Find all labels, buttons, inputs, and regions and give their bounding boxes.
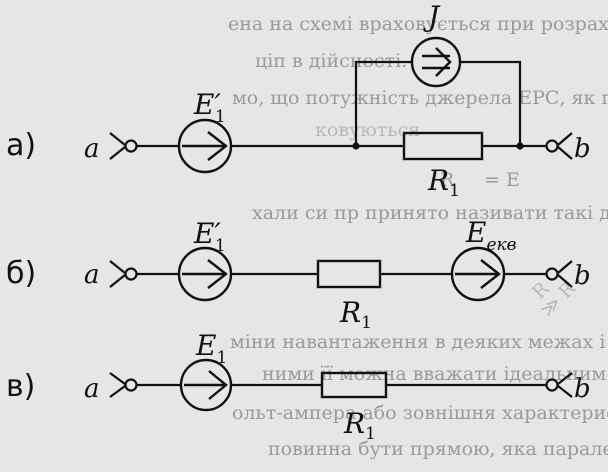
wire — [460, 60, 522, 146]
terminal-node-a — [124, 378, 138, 392]
emf-source-icon — [450, 246, 506, 302]
resistor-r1 — [316, 259, 382, 289]
bg-line-11: ними її можна вважати ідеальним. — [262, 363, 608, 385]
terminal-label-right: b — [574, 134, 591, 164]
bg-line-12: ольт-ампера або зовнішня характеристика — [232, 402, 608, 424]
terminal-label-left: a — [84, 134, 100, 164]
bg-line-13: повинна бути прямою, яка паралельна — [268, 438, 608, 460]
bg-line-6: = E — [484, 169, 520, 191]
circuit-a: а) a E′1 R1 J — [6, 0, 591, 201]
emf-source-icon — [177, 118, 233, 174]
terminal-label-left: a — [84, 374, 100, 404]
terminal-connector-right — [557, 372, 573, 398]
terminal-node-b — [545, 378, 559, 392]
terminal-connector-right — [557, 132, 573, 160]
terminal-node-b — [545, 139, 559, 153]
resistor-r1-label: R1 — [339, 296, 372, 333]
terminal-connector-left — [109, 372, 126, 398]
bg-line-7: хали си пр принято називати такі джерела — [252, 202, 608, 224]
bg-line-2: ціп в дійсності. — [255, 50, 407, 72]
source-e1-label: E′1 — [193, 217, 226, 256]
source-e1-label: E′1 — [193, 88, 226, 127]
bg-line-5: R — [440, 169, 455, 191]
terminal-connector-left — [109, 260, 126, 288]
source-eekv-label: Eекв — [465, 216, 517, 255]
terminal-node-a — [124, 267, 138, 281]
resistor-r1-label: R1 — [427, 164, 460, 201]
source-e1-label: E1 — [195, 329, 227, 368]
current-source-icon — [410, 36, 462, 88]
terminal-connector-left — [109, 132, 126, 160]
junction-node — [352, 142, 360, 150]
terminal-node-b — [545, 267, 559, 281]
row-label-c: в) — [6, 369, 35, 404]
bg-line-1: ена на схемі враховується при розрахунка… — [228, 13, 608, 35]
terminal-label-left: a — [84, 260, 100, 290]
circuit-c: в) a E1 R1 b — [6, 329, 591, 444]
background-text: ена на схемі враховується при розрахунка… — [228, 13, 608, 460]
bg-line-4: ковуються — [315, 119, 420, 141]
current-source-j-label: J — [423, 0, 441, 33]
bg-line-10: міни навантаження в деяких межах і при д… — [230, 331, 608, 353]
junction-node — [516, 142, 524, 150]
resistor-r1-label: R1 — [343, 407, 376, 444]
terminal-node-a — [124, 139, 138, 153]
terminal-connector-right — [557, 260, 573, 288]
terminal-label-right: b — [574, 261, 591, 291]
terminal-label-right: b — [574, 374, 591, 404]
wire — [354, 60, 412, 146]
row-label-a: а) — [6, 128, 36, 163]
bg-line-3: мо, що потужність джерела ЕРС, як правил… — [232, 87, 608, 109]
circuit-b: б) a E′1 R1 Eекв b — [6, 216, 591, 333]
row-label-b: б) — [6, 256, 36, 291]
